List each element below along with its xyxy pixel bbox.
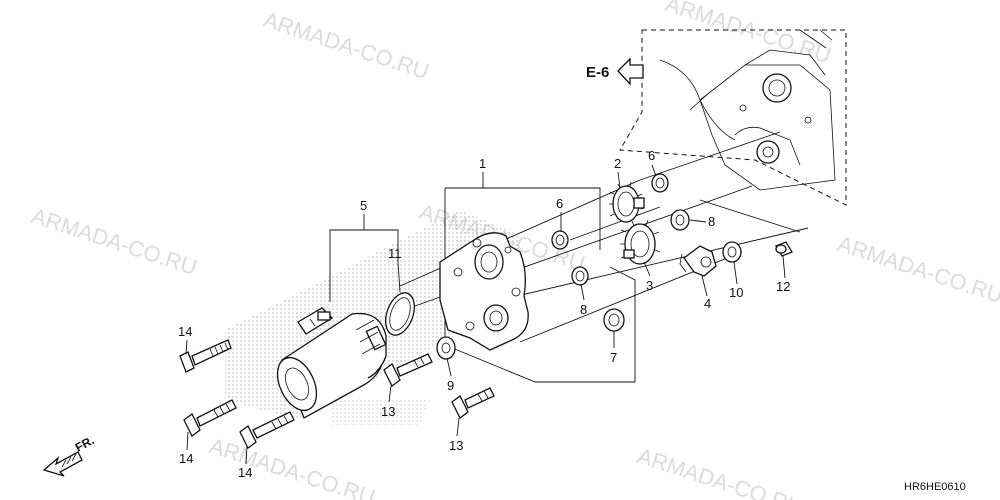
bearing-8-right[interactable]: [670, 209, 690, 231]
crankcase-housing: [619, 29, 847, 206]
bearing-8-left[interactable]: [571, 266, 589, 286]
callout-4[interactable]: 4: [704, 296, 711, 311]
bolt-14-middle[interactable]: [183, 399, 237, 437]
callout-6-upper[interactable]: 6: [648, 148, 655, 163]
bearing-7[interactable]: [603, 308, 625, 332]
callout-8-left[interactable]: 8: [580, 302, 587, 317]
hollow-arrow-left-icon: [617, 57, 644, 86]
front-marker: FR.: [42, 433, 97, 477]
bearing-6-upper[interactable]: [651, 173, 669, 193]
bearing-6-left[interactable]: [551, 230, 569, 250]
callout-13-upper[interactable]: 13: [381, 404, 395, 419]
bearing-10[interactable]: [722, 241, 742, 263]
leader-lines: [185, 164, 786, 465]
reference-e6[interactable]: E-6: [586, 57, 644, 86]
callout-5[interactable]: 5: [360, 198, 367, 213]
diagram-code: HR6HE0610: [904, 481, 966, 493]
gear-shaft-3[interactable]: [620, 219, 661, 265]
shift-arm[interactable]: [679, 245, 717, 277]
watermark-text: ARMADA-CO.RU: [662, 0, 834, 68]
callout-13-lower[interactable]: 13: [449, 438, 463, 453]
bolt-13-upper[interactable]: [383, 353, 433, 387]
callout-10[interactable]: 10: [729, 285, 743, 300]
callout-12[interactable]: 12: [776, 279, 790, 294]
dowel-pin-12[interactable]: [775, 241, 793, 257]
hatched-arrow-icon: [42, 451, 83, 477]
bolt-14-lower[interactable]: [239, 411, 295, 449]
gear-shaft-2[interactable]: [609, 181, 645, 223]
callout-7[interactable]: 7: [610, 350, 617, 365]
watermark-text: ARMADA-CO.RU: [834, 231, 1000, 308]
bolt-14-upper[interactable]: [179, 339, 232, 373]
front-label: FR.: [73, 433, 97, 454]
callout-9[interactable]: 9: [447, 378, 454, 393]
watermark-text: ARMADA-CO.RU: [260, 7, 432, 84]
reference-label: E-6: [586, 64, 609, 81]
shift-motor[interactable]: [270, 307, 387, 419]
callout-3[interactable]: 3: [646, 278, 653, 293]
watermark-text: ARMADA-CO.RU: [634, 443, 806, 500]
callout-14-upper[interactable]: 14: [178, 324, 192, 339]
callout-6-left[interactable]: 6: [556, 196, 563, 211]
washer-9[interactable]: [436, 336, 456, 360]
callout-2[interactable]: 2: [614, 156, 621, 171]
callout-labels: 1 2 3 4 5 6 6 7 8 8 9 10 11 12 13 13 14 …: [178, 148, 790, 480]
bolt-13-lower[interactable]: [451, 387, 495, 419]
watermark-text: ARMADA-CO.RU: [206, 433, 378, 500]
gear-cover[interactable]: [439, 232, 529, 351]
callout-14-middle[interactable]: 14: [179, 451, 193, 466]
callout-11[interactable]: 11: [388, 246, 402, 261]
callout-14-lower[interactable]: 14: [238, 465, 252, 480]
callout-1[interactable]: 1: [479, 156, 486, 171]
watermark-text: ARMADA-CO.RU: [28, 203, 200, 280]
o-ring[interactable]: [380, 289, 419, 339]
callout-8-right[interactable]: 8: [708, 214, 715, 229]
